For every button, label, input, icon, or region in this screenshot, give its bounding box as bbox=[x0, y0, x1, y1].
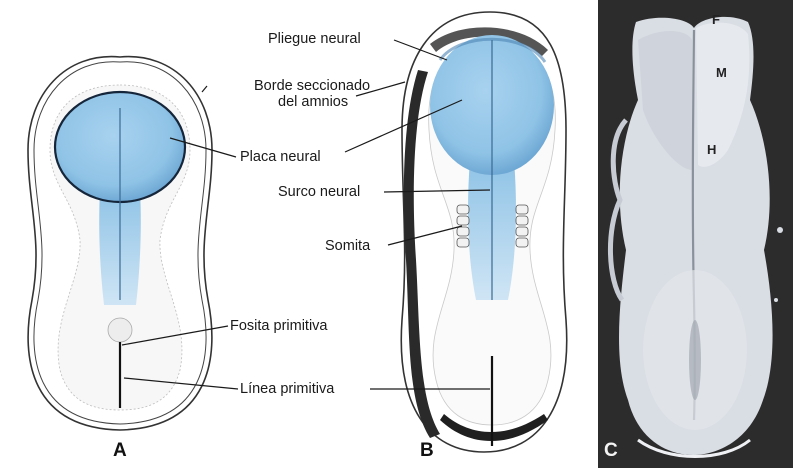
sem-letter-h: H bbox=[707, 142, 716, 157]
label-del-amnios: del amnios bbox=[278, 94, 348, 111]
label-somita: Somita bbox=[325, 238, 370, 255]
label-linea-primitiva: Línea primitiva bbox=[240, 381, 334, 398]
label-borde-seccionado: Borde seccionado bbox=[254, 78, 370, 95]
panel-letter-a: A bbox=[113, 440, 127, 462]
panel-letter-b: B bbox=[420, 440, 434, 462]
panel-a-embryo bbox=[28, 57, 212, 430]
sem-letter-m: M bbox=[716, 65, 727, 80]
panel-c-sem-photo bbox=[598, 0, 793, 468]
panel-b-embryo bbox=[401, 12, 566, 452]
label-surco-neural: Surco neural bbox=[278, 184, 360, 201]
label-pliegue-neural: Pliegue neural bbox=[268, 31, 361, 48]
sem-letter-f: F bbox=[712, 12, 720, 27]
label-fosita-primitiva: Fosita primitiva bbox=[230, 318, 328, 335]
panel-letter-c: C bbox=[604, 440, 618, 462]
label-placa-neural: Placa neural bbox=[240, 149, 321, 166]
